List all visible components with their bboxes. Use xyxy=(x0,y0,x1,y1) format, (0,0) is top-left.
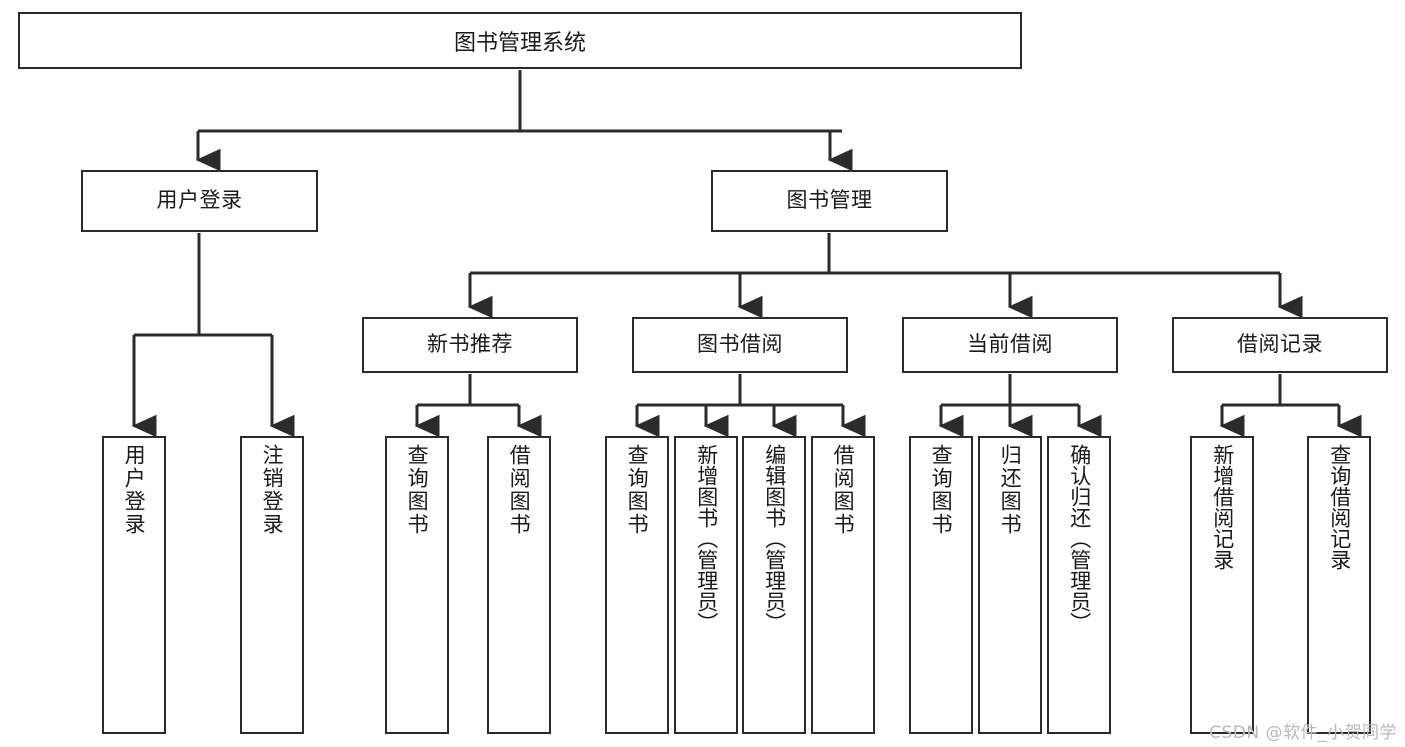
leaf-label: 借阅图书 xyxy=(831,444,856,536)
node-borrowing-records[interactable]: 借阅记录 xyxy=(1172,317,1388,373)
leaf-book-borrow-add[interactable]: 新增图书（管理员） xyxy=(674,436,738,734)
node-label: 新书推荐 xyxy=(427,332,513,357)
leaf-user-login-login[interactable]: 用户登录 xyxy=(102,436,166,734)
node-new-book-recommendation[interactable]: 新书推荐 xyxy=(362,317,578,373)
node-label: 图书管理 xyxy=(786,188,873,213)
node-root-book-management-system[interactable]: 图书管理系统 xyxy=(18,12,1022,69)
node-current-borrowing[interactable]: 当前借阅 xyxy=(902,317,1118,373)
leaf-book-borrow-edit[interactable]: 编辑图书（管理员） xyxy=(742,436,806,734)
leaf-label: 借阅图书 xyxy=(507,444,532,536)
leaf-current-borrow-return[interactable]: 归还图书 xyxy=(978,436,1042,734)
leaf-label: 新增借阅记录 xyxy=(1210,444,1235,570)
leaf-user-login-logout[interactable]: 注销登录 xyxy=(240,436,304,734)
leaf-label: 归还图书 xyxy=(998,444,1023,536)
leaf-current-borrow-confirm-return[interactable]: 确认归还（管理员） xyxy=(1047,436,1111,734)
leaf-label: 查询图书 xyxy=(625,444,650,536)
node-label: 当前借阅 xyxy=(967,332,1053,357)
node-label: 图书管理系统 xyxy=(453,30,586,56)
node-book-borrowing[interactable]: 图书借阅 xyxy=(632,317,848,373)
node-book-management[interactable]: 图书管理 xyxy=(711,170,948,232)
leaf-borrow-record-add[interactable]: 新增借阅记录 xyxy=(1190,436,1254,734)
node-user-login[interactable]: 用户登录 xyxy=(81,170,318,232)
node-label: 借阅记录 xyxy=(1237,332,1323,357)
leaf-borrow-record-query[interactable]: 查询借阅记录 xyxy=(1307,436,1371,734)
leaf-label: 确认归还（管理员） xyxy=(1067,444,1092,633)
leaf-label: 新增图书（管理员） xyxy=(694,444,719,633)
leaf-new-book-query[interactable]: 查询图书 xyxy=(385,436,449,734)
leaf-label: 查询借阅记录 xyxy=(1327,444,1352,570)
leaf-current-borrow-query[interactable]: 查询图书 xyxy=(909,436,973,734)
leaf-book-borrow-query[interactable]: 查询图书 xyxy=(605,436,669,734)
watermark-text: CSDN @软件_小贺同学 xyxy=(1209,723,1397,743)
node-label: 图书借阅 xyxy=(697,332,783,357)
node-label: 用户登录 xyxy=(156,188,243,213)
leaf-label: 查询图书 xyxy=(929,444,954,536)
leaf-new-book-borrow[interactable]: 借阅图书 xyxy=(487,436,551,734)
leaf-label: 查询图书 xyxy=(405,444,430,536)
leaf-book-borrow-borrow[interactable]: 借阅图书 xyxy=(811,436,875,734)
leaf-label: 注销登录 xyxy=(260,444,285,536)
leaf-label: 编辑图书（管理员） xyxy=(762,444,787,633)
leaf-label: 用户登录 xyxy=(122,444,147,536)
